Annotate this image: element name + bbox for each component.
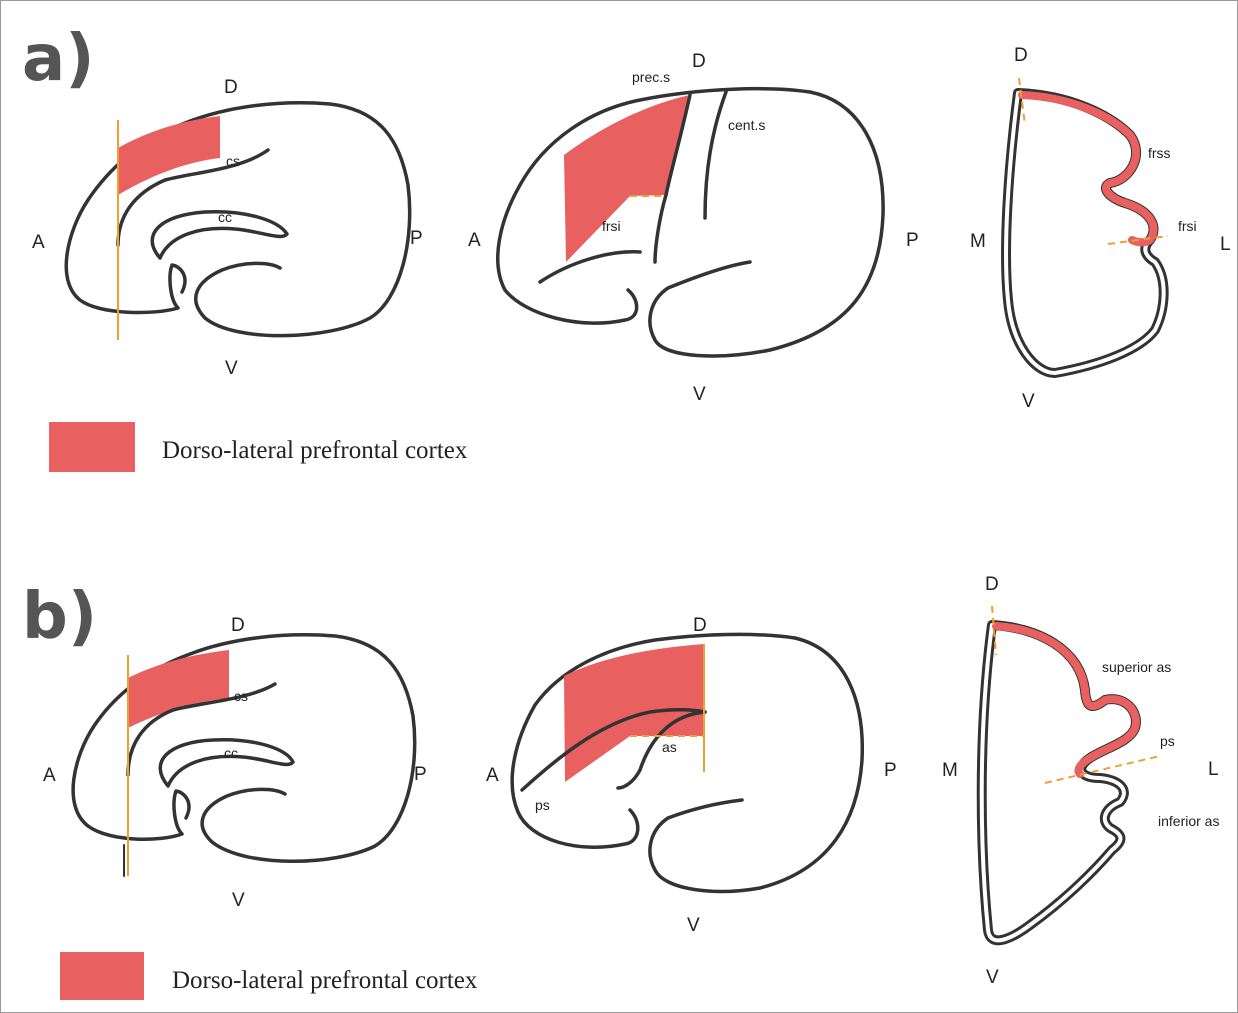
label-cc: cc [218,209,232,225]
label-posterior: P [414,764,427,785]
label-medial: M [970,231,986,252]
panel-b-lateral-view: as ps D A P V [486,615,897,936]
label-ventral: V [693,384,706,405]
label-ventral: V [986,967,999,988]
label-anterior: A [32,232,45,253]
label-ventral: V [225,358,238,379]
legend-swatch [60,952,144,1000]
panel-a: a) cs cc D A P V prec.s cent.s frsi [22,22,1231,472]
panel-a-medial-view: cs cc D A P V [32,77,423,379]
panel-b-legend: Dorso-lateral prefrontal cortex [60,952,478,1000]
label-dorsal: D [692,51,706,72]
panel-a-legend: Dorso-lateral prefrontal cortex [49,422,468,472]
panel-b: b) cs cc D A P V as ps D A [22,574,1219,1000]
label-frsi: frsi [1178,218,1197,234]
brain-outline [498,89,883,356]
cortex-outline [1006,93,1164,373]
label-dorsal: D [231,615,245,636]
label-lateral: L [1208,759,1219,780]
label-cs: cs [226,153,240,169]
label-anterior: A [486,765,499,786]
label-ps: ps [535,797,550,813]
legend-swatch [49,422,135,472]
label-cc: cc [224,745,238,761]
panel-a-coronal-section: frss frsi D M L V [970,45,1231,412]
label-dorsal: D [1014,45,1028,66]
label-ventral: V [687,915,700,936]
label-anterior: A [43,765,56,786]
label-as: as [662,739,677,755]
label-dorsal: D [985,574,999,595]
label-inferior-as: inferior as [1158,813,1219,829]
label-posterior: P [884,760,897,781]
label-anterior: A [468,230,481,251]
label-ps: ps [1160,733,1175,749]
panel-b-medial-view: cs cc D A P V [43,615,427,911]
label-posterior: P [906,230,919,251]
label-superior-as: superior as [1102,659,1171,675]
label-posterior: P [410,228,423,249]
panel-a-lateral-view: prec.s cent.s frsi D A P V [468,51,919,405]
panel-b-letter: b) [22,580,97,654]
legend-label: Dorso-lateral prefrontal cortex [172,967,478,994]
label-frsi: frsi [602,218,621,234]
label-cent: cent.s [728,117,765,133]
label-ventral: V [1022,391,1035,412]
label-prec: prec.s [632,69,670,85]
label-dorsal: D [693,615,707,636]
label-frss: frss [1148,145,1171,161]
label-medial: M [942,760,958,781]
label-ventral: V [232,890,245,911]
panel-a-letter: a) [22,22,94,96]
label-lateral: L [1220,234,1231,255]
legend-label: Dorso-lateral prefrontal cortex [162,437,468,464]
label-cs: cs [234,688,248,704]
label-dorsal: D [224,77,238,98]
panel-b-coronal-section: superior as ps inferior as D M L V [942,574,1219,988]
